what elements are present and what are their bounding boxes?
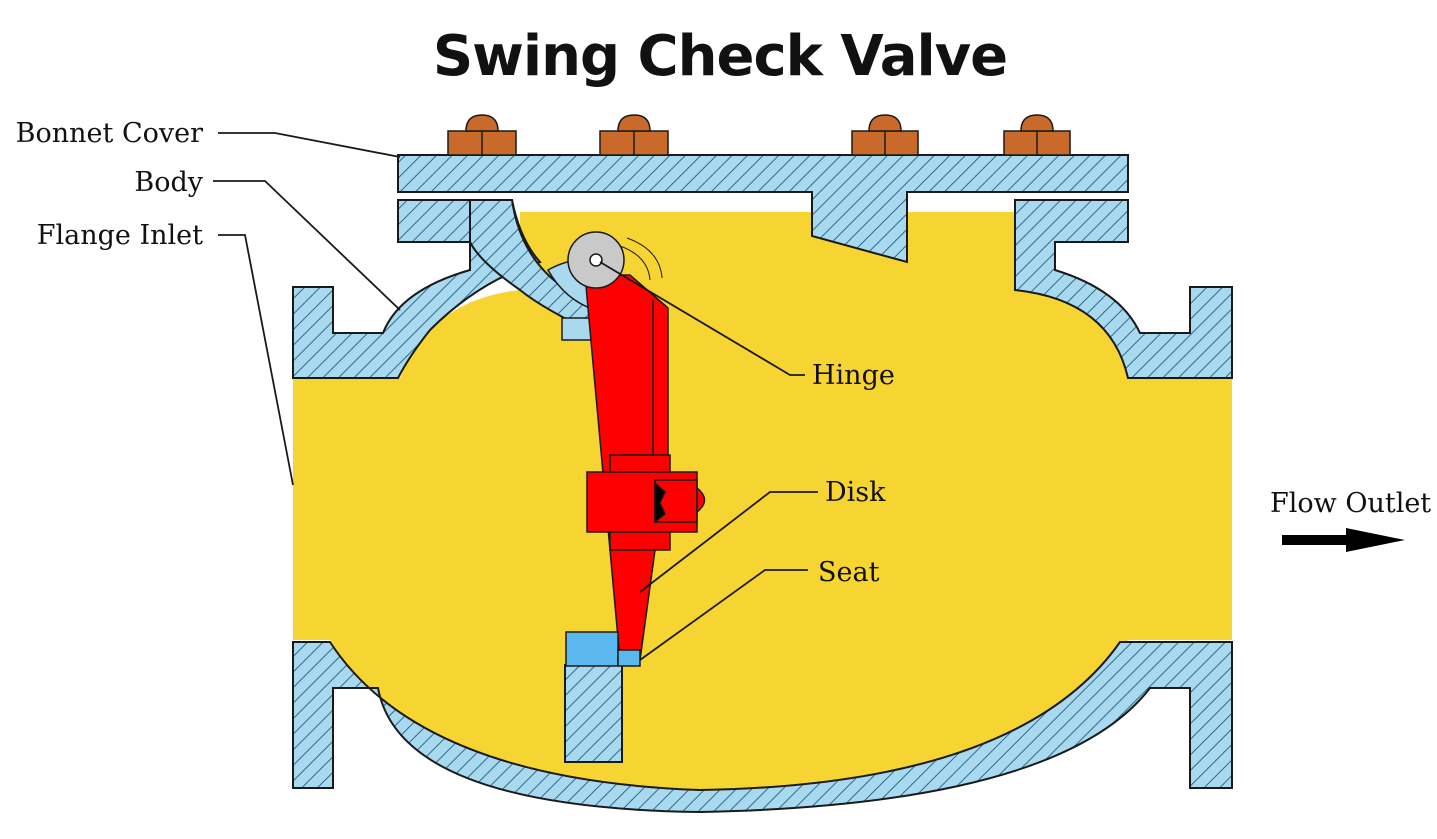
bolt-2 [599,114,669,156]
disk-assembly [584,274,706,661]
bolt-4 [1003,114,1071,156]
label-flange-inlet: Flange Inlet [37,220,203,251]
fluid-region [293,212,1232,790]
flange-outlet-upper [1014,199,1233,379]
leader-seat [639,569,808,661]
bolt-1 [447,114,517,156]
leader-bonnet-cover [218,132,401,158]
bonnet-cover [397,154,1129,264]
leader-hinge [599,261,805,376]
hinge-bracket [469,199,602,335]
label-disk: Disk [825,477,886,508]
leader-lines [213,132,818,661]
label-seat: Seat [818,557,880,588]
valve-body [292,154,1233,814]
leader-disk [639,491,818,593]
label-flow-outlet: Flow Outlet [1270,488,1431,519]
leader-body [213,180,401,311]
bolt-3 [851,114,919,156]
label-hinge: Hinge [812,360,895,391]
hinge-pin [567,231,663,289]
seat-rib [564,664,623,763]
bonnet-bolts [447,114,1071,156]
valve-seat [565,631,641,667]
body-bottom [292,641,1233,814]
leader-flange-inlet [218,234,294,486]
label-body: Body [134,167,203,198]
label-bonnet-cover: Bonnet Cover [16,118,203,149]
diagram-title: Swing Check Valve [433,24,1007,89]
flow-arrow-icon [1282,528,1405,552]
